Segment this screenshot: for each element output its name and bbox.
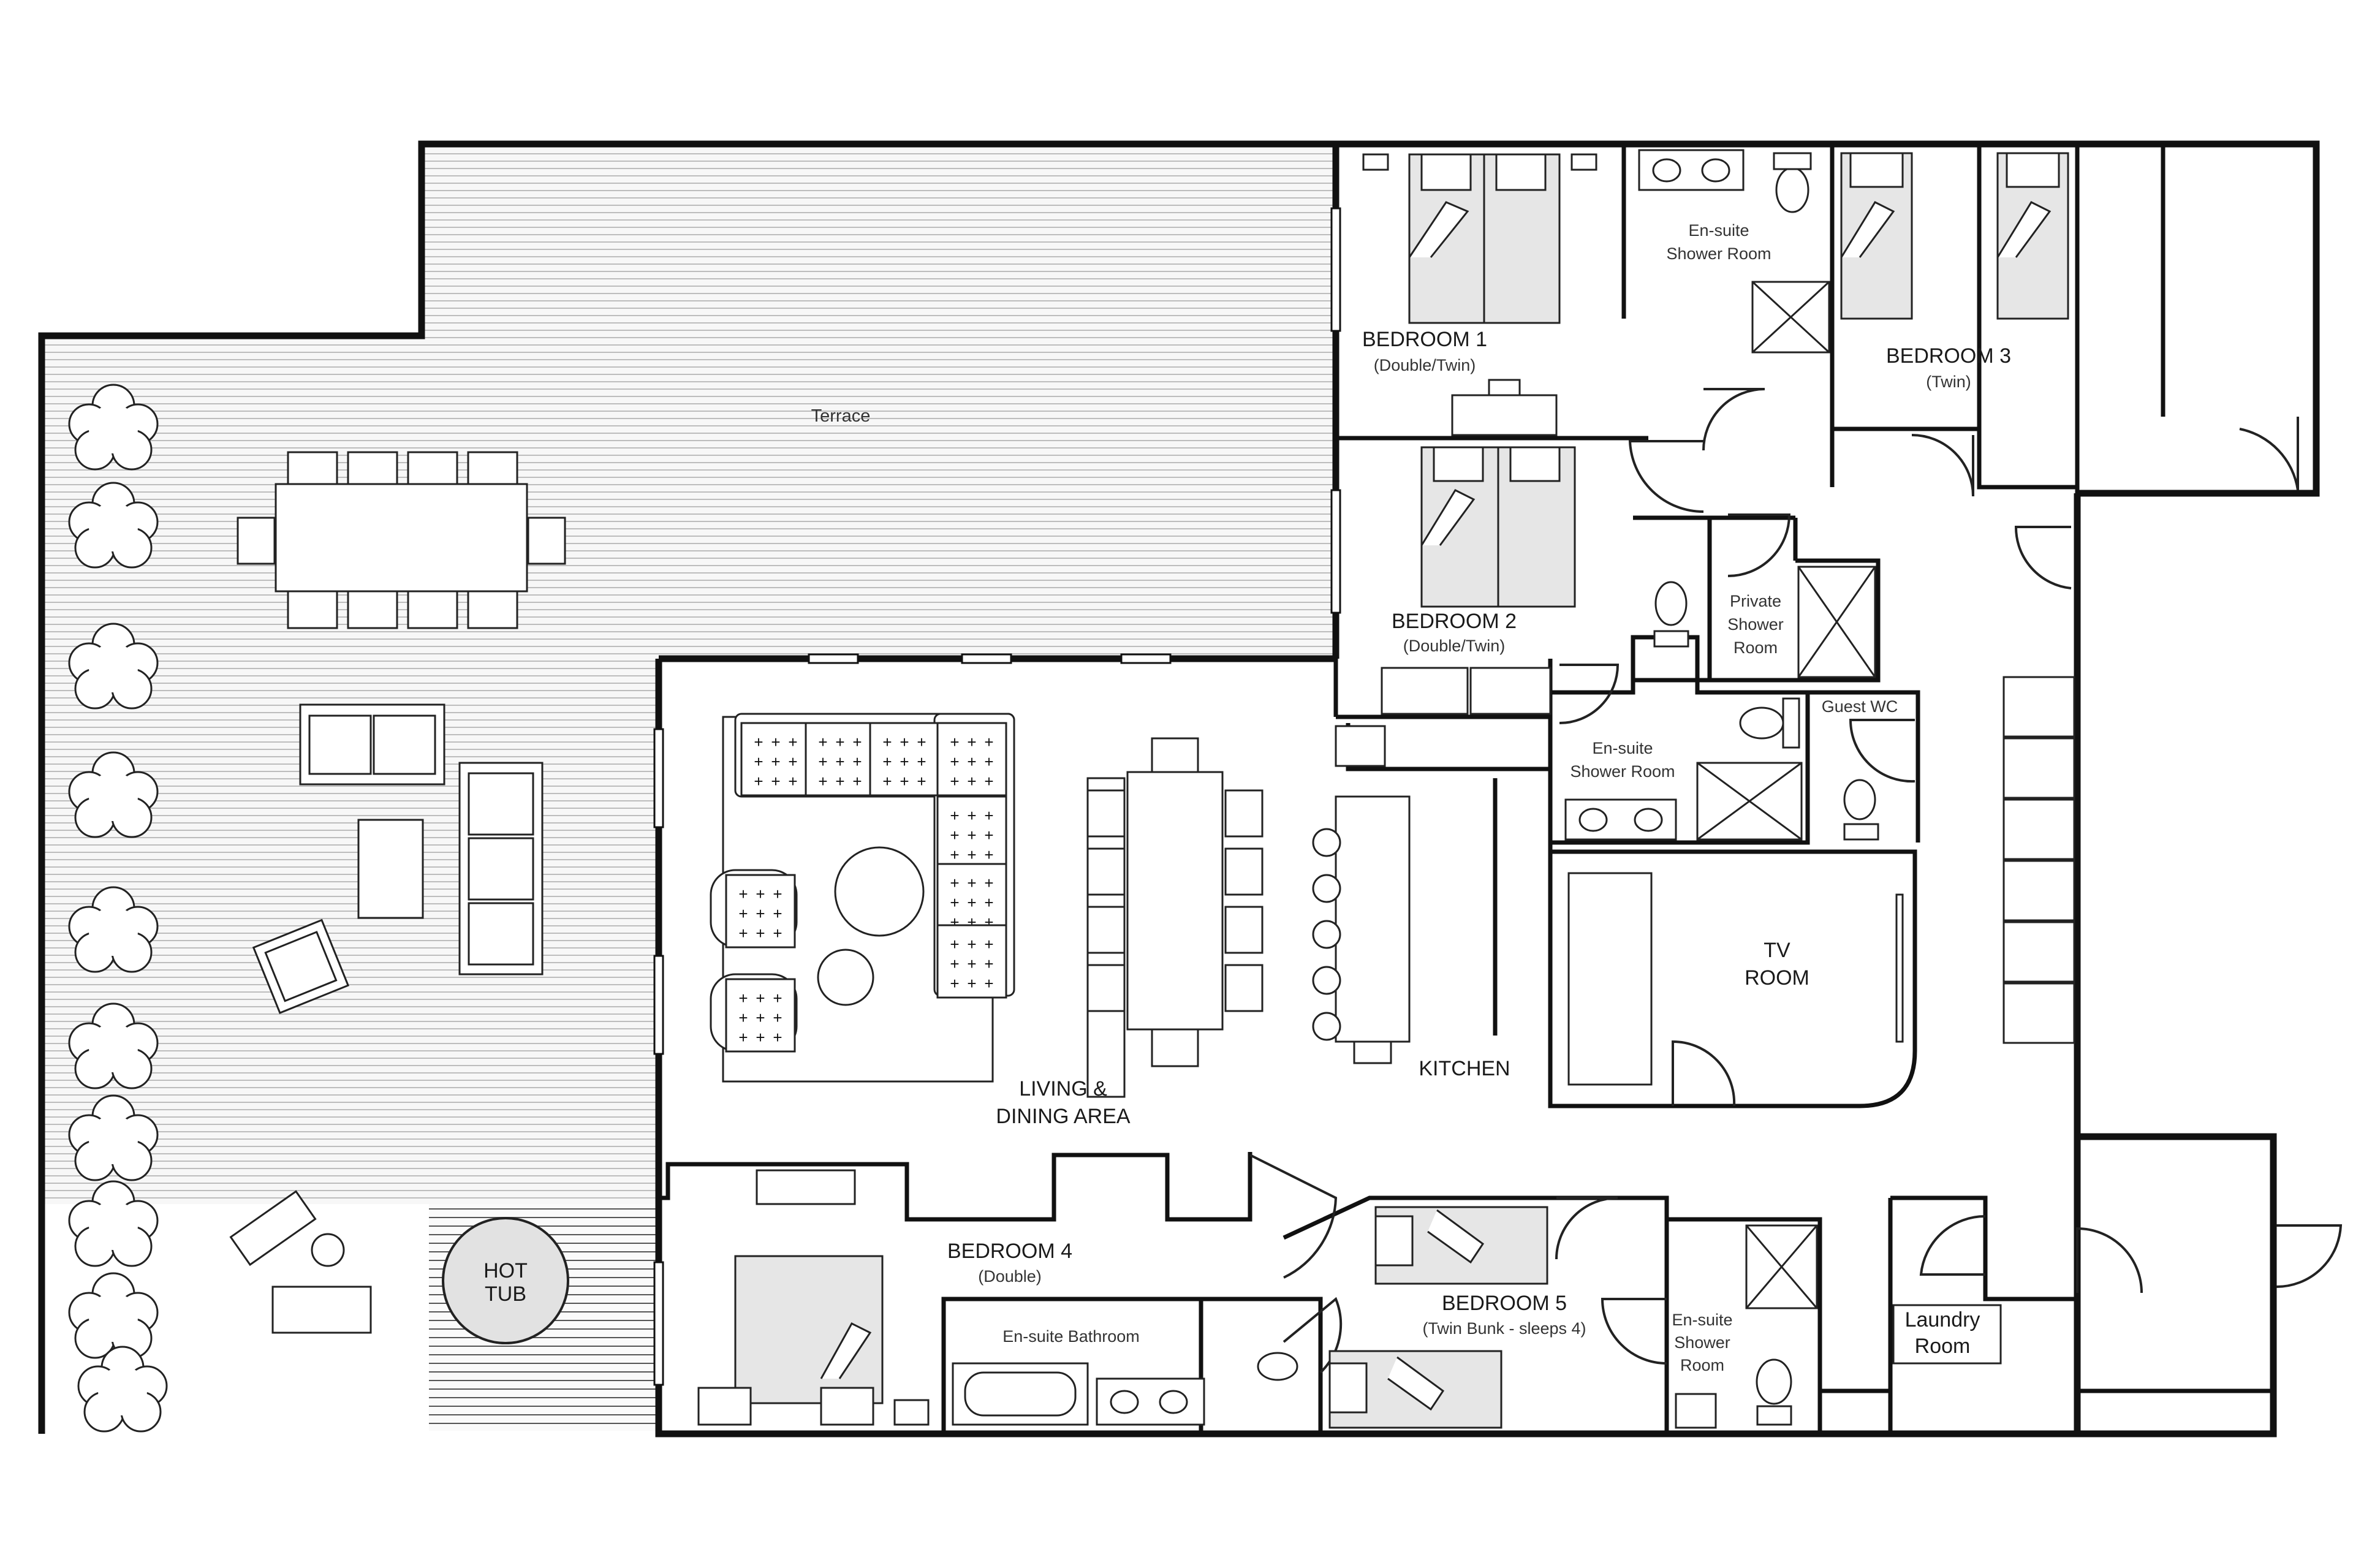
private-shower-fixtures (1653, 566, 1876, 678)
interior-walls (659, 144, 2273, 1434)
hot-tub (442, 1217, 569, 1344)
ensuite1-fixtures (1638, 149, 1830, 354)
tv-room-label-1: TV (1764, 939, 1790, 962)
laundry-fixtures (1892, 1304, 2002, 1365)
hot-tub-label-1: HOT (483, 1259, 528, 1282)
ensuite1-label-2: Shower Room (1666, 244, 1771, 263)
tv-room-label-2: ROOM (1745, 966, 1809, 990)
bedroom5-type: (Twin Bunk - sleeps 4) (1422, 1319, 1586, 1338)
bedroom2-type: (Double/Twin) (1403, 637, 1506, 655)
ensuite3-label-2: Shower (1674, 1333, 1730, 1352)
private-shower-label-2: Shower (1727, 615, 1784, 634)
bedroom1-type: (Double/Twin) (1374, 356, 1476, 374)
bedroom2-furniture (1381, 446, 1576, 715)
ensuite-bath-label: En-suite Bathroom (1002, 1327, 1140, 1346)
bedroom3-furniture (1840, 152, 2069, 320)
ensuite2-label-2: Shower Room (1570, 762, 1675, 781)
bedroom2-name: BEDROOM 2 (1392, 610, 1517, 633)
hot-tub-label-2: TUB (485, 1282, 526, 1306)
bedroom4-furniture (697, 1169, 1298, 1426)
living-label-2: DINING AREA (996, 1105, 1130, 1128)
tv-room-sofa (1567, 872, 1904, 1086)
private-shower-label-1: Private (1730, 592, 1781, 610)
bedroom5-name: BEDROOM 5 (1442, 1292, 1567, 1315)
bedroom1-name: BEDROOM 1 (1362, 328, 1487, 351)
kitchen-furniture (1312, 795, 1411, 1064)
ensuite3-fixtures (1675, 1224, 1818, 1429)
living-dining-furniture (710, 713, 1264, 1098)
bedroom1-furniture (1362, 153, 1597, 436)
bedroom4-name: BEDROOM 4 (947, 1240, 1072, 1263)
terrace-lounge-set (229, 703, 544, 1334)
ensuite3-label-3: Room (1680, 1356, 1724, 1374)
terrace-dining-set (237, 451, 566, 629)
room-labels: Terrace HOT TUB BEDROOM 1 (Double/Twin) … (483, 221, 2011, 1374)
laundry-label-2: Room (1915, 1335, 1971, 1358)
private-shower-label-3: Room (1733, 638, 1778, 657)
bedroom3-name: BEDROOM 3 (1886, 344, 2011, 368)
ensuite1-label-1: En-suite (1688, 221, 1749, 240)
kitchen-label: KITCHEN (1419, 1057, 1510, 1080)
living-label-1: LIVING & (1019, 1077, 1107, 1100)
bedroom3-type: (Twin) (1926, 373, 1971, 391)
ensuite2-label-1: En-suite (1592, 739, 1653, 757)
terrace-label: Terrace (811, 406, 871, 426)
laundry-label-1: Laundry (1905, 1308, 1980, 1331)
windows (653, 207, 1341, 1386)
ensuite2-fixtures (1564, 697, 1879, 841)
bedroom5-furniture (1328, 1206, 1548, 1429)
guest-wc-label: Guest WC (1822, 697, 1898, 716)
ensuite3-label-1: En-suite (1672, 1311, 1732, 1329)
bedroom4-type: (Double) (978, 1267, 1042, 1286)
doors (1249, 388, 2343, 1374)
